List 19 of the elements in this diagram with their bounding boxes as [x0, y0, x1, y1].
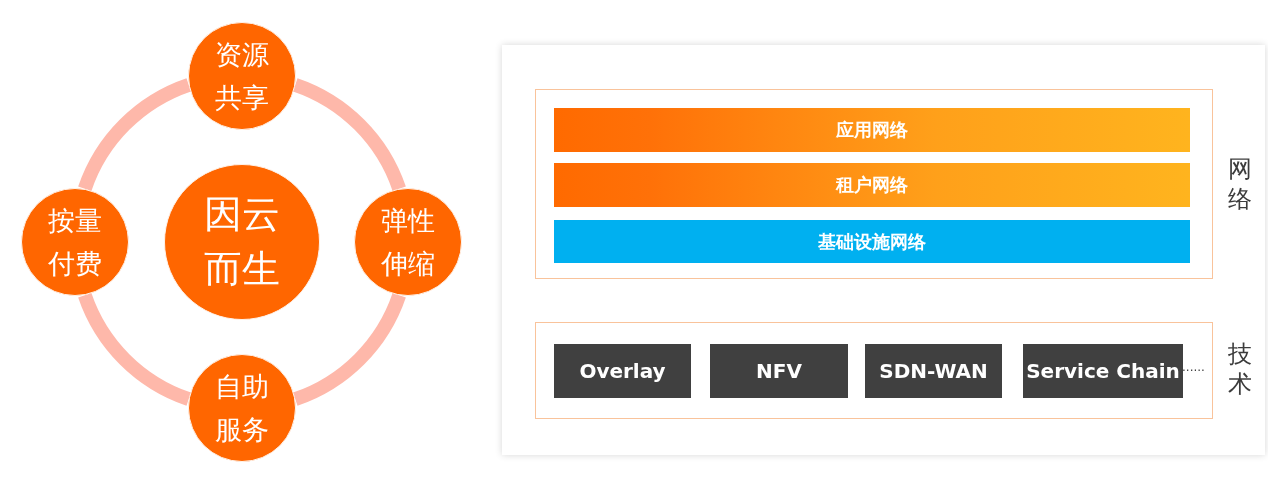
group-heading: 网络 — [1228, 154, 1252, 214]
feature-circle: 资源共享 — [188, 22, 296, 130]
core-circle: 因云而生 — [164, 164, 320, 320]
feature-circle: 弹性伸缩 — [354, 188, 462, 296]
ring-arc — [78, 78, 192, 192]
ring-arc — [78, 292, 192, 406]
technology-box: SDN-WAN — [865, 344, 1002, 398]
group-heading: 技术 — [1228, 339, 1252, 399]
layer-bar: 应用网络 — [554, 108, 1190, 152]
feature-circle: 自助服务 — [188, 354, 296, 462]
layer-bar: 租户网络 — [554, 163, 1190, 207]
technology-box: Overlay — [554, 344, 691, 398]
ring-arc — [292, 292, 406, 406]
ring-arc — [292, 78, 406, 192]
technology-box: Service Chain — [1023, 344, 1183, 398]
technology-box: NFV — [710, 344, 848, 398]
layer-bar: 基础设施网络 — [554, 220, 1190, 263]
ellipsis-text: ...... — [1182, 360, 1205, 374]
feature-circle: 按量付费 — [21, 188, 129, 296]
